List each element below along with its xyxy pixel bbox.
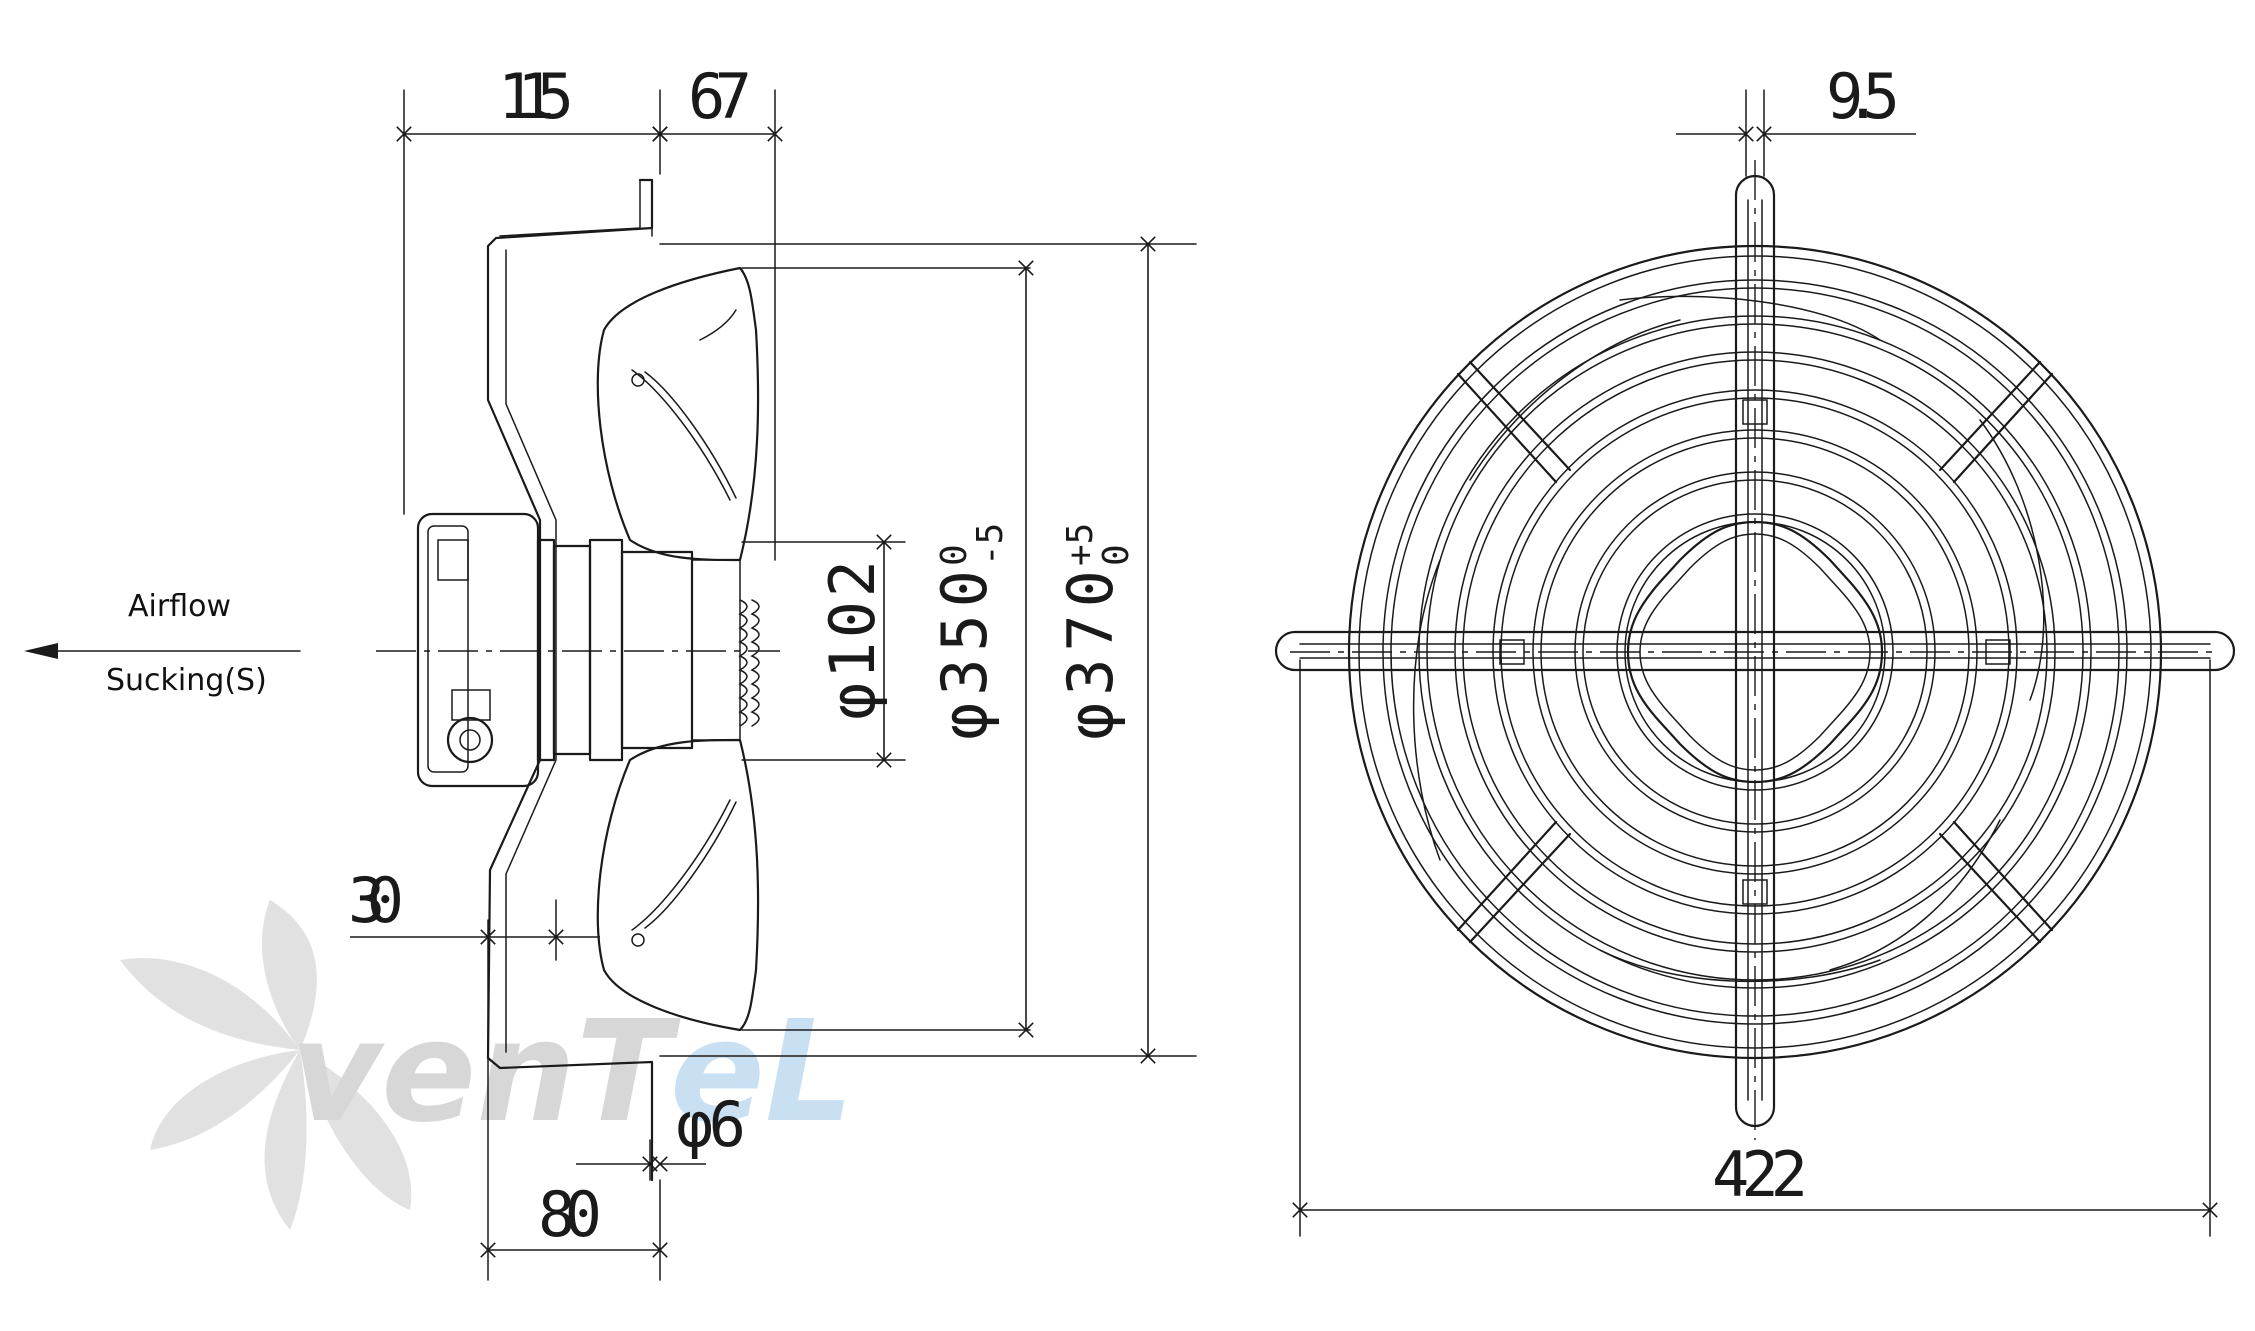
fan-side-view: [376, 89, 1197, 1281]
fan-front-view: [1274, 89, 2236, 1237]
impeller-blades-front: [1412, 295, 2045, 983]
dim-phi102-label: φ102: [816, 560, 889, 720]
front-view-dimensions: 422 9.5: [1292, 60, 2218, 1218]
dim-67-label: 67: [688, 60, 752, 133]
watermark-text-grey: venT: [290, 991, 681, 1154]
dim-phi370-tol-upper: +5: [1060, 523, 1101, 566]
dim-phi370-tol-lower: 0: [1096, 544, 1137, 566]
ventel-watermark-logo: venT eL: [120, 900, 854, 1230]
watermark-text-blue: eL: [670, 991, 854, 1154]
dim-phi350-tol-upper: 0: [934, 544, 975, 566]
cable-gland-icon: [446, 716, 494, 764]
airflow-label: Airflow: [128, 589, 231, 624]
fan-blades-logo-icon: [120, 900, 412, 1230]
dim-115-label: 115: [498, 60, 574, 133]
dim-phi350-label: φ350: [928, 570, 1001, 740]
diagonal-struts: [1456, 360, 2054, 944]
airflow-arrow-head-icon: [24, 643, 58, 659]
motor-rotor: [620, 550, 694, 750]
dim-phi370-label: φ370: [1054, 570, 1127, 740]
rotor-fins: [738, 599, 760, 727]
airflow-indicator: Airflow Sucking(S): [24, 589, 301, 698]
dim-422-label: 422: [1712, 1138, 1808, 1211]
dim-9-5-label: 9.5: [1826, 60, 1900, 133]
sucking-label: Sucking(S): [106, 663, 267, 698]
lower-blade: [596, 738, 760, 1032]
motor-flange: [588, 538, 624, 762]
dim-80-label: 80: [538, 1178, 602, 1251]
dim-30-label: 30: [348, 864, 404, 937]
upper-blade: [596, 266, 760, 562]
dim-phi6-label: φ6: [676, 1088, 746, 1161]
dim-phi350-tol-lower: -5: [970, 523, 1011, 566]
